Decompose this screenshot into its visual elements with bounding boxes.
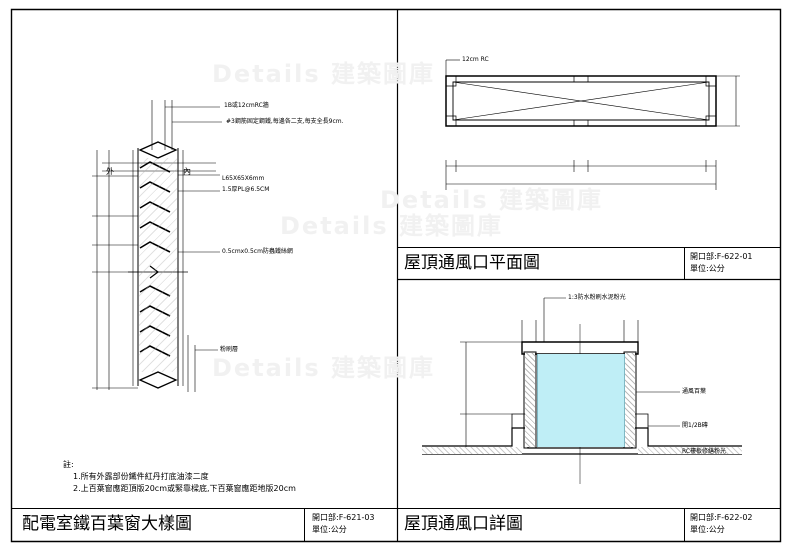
- louver-section: [92, 100, 222, 392]
- left-drawing-code: 開口部:F-621-03: [312, 513, 375, 522]
- callout-waterproof: 1:3防水粉刷水泥粉光: [568, 294, 626, 301]
- detail-drawing-code: 開口部:F-622-02: [690, 513, 753, 522]
- callout-slab: RC樓板修繕粉光: [682, 448, 727, 455]
- callout-plate: 1.5厚PL@6.5CM: [222, 186, 270, 193]
- detail-drawing-title: 屋頂通風口詳圖: [404, 514, 523, 534]
- slab-fill: [422, 447, 522, 454]
- callout-rebar: #3鋼筋固定鋼鐵,每邊各二支,每支全長9cm.: [226, 118, 344, 125]
- plan-drawing-code: 開口部:F-622-01: [690, 252, 753, 261]
- callout-angle: L65X65X6mm: [222, 175, 265, 182]
- vent-detail: [422, 298, 742, 484]
- plan-drawing-unit: 單位:公分: [690, 264, 725, 273]
- left-drawing-unit: 單位:公分: [312, 525, 347, 534]
- callout-vent: 通風百葉: [682, 388, 707, 395]
- curb-right-fill: [625, 353, 635, 447]
- left-drawing-title: 配電室鐵百葉窗大樣圖: [22, 514, 192, 534]
- slab-fill-right: [638, 447, 742, 454]
- vent-plan: [446, 60, 740, 190]
- vent-duct-glass: [537, 354, 625, 447]
- curb-left-fill: [525, 353, 535, 447]
- notes-line-2: 2.上百葉窗應距頂版20cm或緊靠樑底,下百葉窗應距地版20cm: [73, 484, 296, 493]
- notes-line-1: 1.所有外露部份鐵件紅丹打底油漆二度: [73, 472, 209, 481]
- label-outside: 外: [106, 167, 114, 176]
- callout-mesh: 0.5cmx0.5cm防蟲鐵絲網: [222, 248, 293, 255]
- label-inside: 內: [183, 167, 191, 176]
- notes-heading: 註:: [63, 460, 74, 469]
- callout-plaster: 粉刷層: [220, 346, 239, 353]
- callout-rc-wall: 1B或12cmRC牆: [224, 102, 269, 109]
- plan-drawing-title: 屋頂通風口平面圖: [404, 253, 540, 273]
- callout-12cm-rc: 12cm RC: [462, 56, 489, 63]
- wall-fill: [139, 158, 177, 372]
- callout-brick: 開1/2B磚: [682, 422, 708, 429]
- detail-drawing-unit: 單位:公分: [690, 525, 725, 534]
- sheet-frame: [12, 10, 781, 542]
